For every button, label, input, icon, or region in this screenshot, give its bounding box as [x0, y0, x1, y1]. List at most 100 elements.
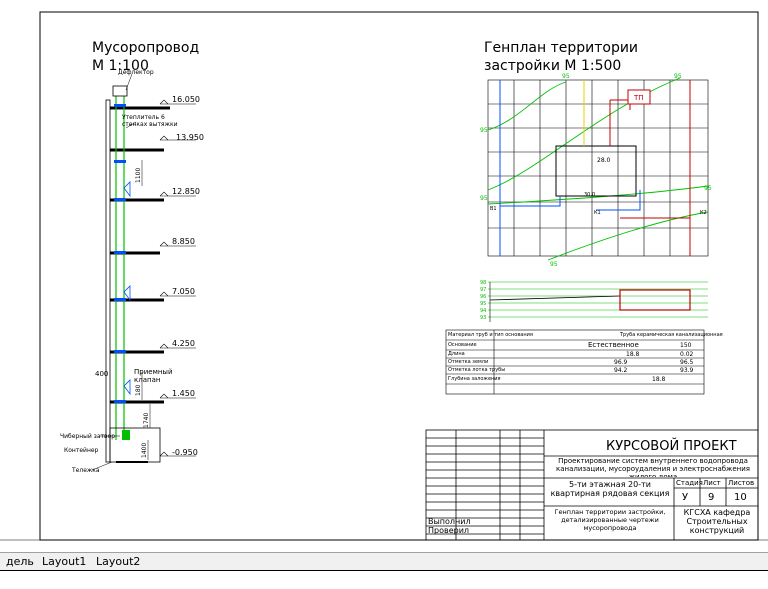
substation-box — [627, 89, 651, 105]
row-ground: Отметка земли — [448, 359, 488, 365]
profile-table — [445, 329, 705, 395]
building-outline — [555, 145, 637, 197]
dim-1740: 1740 — [143, 413, 150, 428]
contour-label: 95 — [674, 73, 682, 80]
genplan-title: Генплан территории — [484, 40, 638, 56]
row-material: Материал труб и тип основания — [448, 332, 533, 338]
val-slope: 0.02 — [680, 351, 694, 358]
val-ground-b: 96.5 — [680, 359, 694, 366]
drawing-sheet: Мусоропровод М 1:100 — [0, 11, 768, 541]
row-length: Длина — [448, 351, 465, 357]
genplan-grid — [487, 79, 709, 257]
chute-title: Мусоропровод — [92, 40, 199, 56]
label-container: Контейнер — [64, 447, 99, 454]
val-tray-a: 94.2 — [614, 367, 628, 374]
contour-labels: 95 95 95 95 95 95 — [480, 73, 712, 268]
label-insulation-box: Утеплитель 6 стенках вытяжки — [122, 114, 178, 128]
tag-300: 30.0 — [584, 192, 595, 198]
genplan-scale: застройки М 1:500 — [484, 58, 621, 74]
valve-icons — [123, 181, 131, 396]
dim-1400: 1400 — [141, 443, 148, 458]
tb-org-box: КГСХА кафедра Строительных конструкций — [683, 508, 751, 535]
contour-label: 95 — [550, 261, 558, 268]
profile-plot: 98 97 96 95 94 93 — [480, 280, 708, 322]
waste-chamber — [109, 427, 161, 463]
dim-400: 400 — [95, 370, 108, 378]
row-tray: Отметка лотка трубы — [448, 367, 505, 373]
chute-scale: М 1:100 — [92, 58, 149, 74]
tab-layout1[interactable]: Layout1 — [42, 555, 87, 568]
val-tray-b: 93.9 — [680, 367, 694, 374]
tb-made: Выполнил — [428, 517, 471, 526]
tag-k1: К1 — [594, 210, 601, 216]
gate-mark — [122, 430, 130, 440]
level-8: -0.950 — [172, 448, 198, 457]
row-depth: Глубина заложения — [448, 376, 501, 382]
label-gate: Чиберный затвор — [60, 433, 115, 440]
tb-sheets: 10 — [734, 492, 747, 503]
substation-label: ТП — [633, 94, 644, 102]
label-insulation: Утеплитель 6 стенках вытяжки — [122, 114, 178, 128]
title-block — [425, 429, 759, 541]
tb-building-box: 5-ти этажная 20-ти квартирная рядовая се… — [550, 480, 670, 498]
chute-wall — [105, 99, 111, 463]
profile-mark: 98 — [480, 280, 486, 286]
utility-networks — [499, 80, 691, 256]
val-length: 18.8 — [626, 351, 640, 358]
level-2: 13.950 — [176, 133, 204, 142]
chute-pipe — [112, 85, 128, 440]
tb-checked: Проверил — [428, 526, 469, 535]
val-ground-a: 96.9 — [614, 359, 628, 366]
tb-subject-box: Проектирование систем внутреннего водопр… — [555, 457, 751, 477]
dim-180: 180 — [135, 384, 142, 396]
tb-stage: У — [682, 492, 688, 503]
tag-v1: В1 — [490, 206, 497, 212]
label-valve-box: Приемный клапан — [134, 368, 173, 384]
dim-1100: 1100 — [135, 168, 142, 183]
tb-org: КГСХА кафедра Строительных конструкций — [683, 508, 751, 535]
profile-mark: 93 — [480, 315, 486, 321]
contour-label: 95 — [480, 195, 488, 202]
command-line[interactable] — [0, 570, 768, 589]
level-6: 4.250 — [172, 339, 195, 348]
tag-k2: К2 — [700, 210, 707, 216]
val-base: Естественное — [588, 341, 639, 349]
profile-mark: 95 — [480, 301, 486, 307]
tb-sheet-title-box: Генплан территории застройки, детализиро… — [554, 508, 666, 532]
level-marks — [159, 99, 196, 457]
level-4: 8.850 — [172, 237, 195, 246]
tb-sheet-title: Генплан территории застройки, детализиро… — [554, 508, 666, 532]
contour-lines — [487, 77, 709, 261]
level-1: 16.050 — [172, 95, 200, 104]
label-deflector: Дефлектор — [118, 69, 154, 76]
label-receive-valve: Приемный клапан — [134, 368, 173, 384]
contour-label: 95 — [562, 73, 570, 80]
contour-label: 95 — [480, 127, 488, 134]
tb-col-stage: Стадия — [676, 479, 703, 487]
tb-col-sheet: Лист — [703, 479, 721, 487]
profile-mark: 94 — [480, 308, 486, 314]
tab-model[interactable]: дель — [6, 555, 34, 568]
level-5: 7.050 — [172, 287, 195, 296]
tb-building: 5-ти этажная 20-ти квартирная рядовая се… — [550, 480, 670, 498]
contour-label: 95 — [704, 185, 712, 192]
tb-subject: Проектирование систем внутреннего водопр… — [555, 457, 751, 477]
row-base: Основание — [448, 342, 477, 348]
tag-280: 28.0 — [597, 157, 611, 164]
layout-tabbar: дель Layout1 Layout2 — [0, 552, 768, 571]
tb-sheet: 9 — [708, 492, 714, 503]
profile-mark: 96 — [480, 294, 486, 300]
floor-slabs — [110, 106, 170, 404]
pipe-joints — [114, 104, 126, 403]
drawing-canvas[interactable]: Мусоропровод М 1:100 — [0, 0, 768, 552]
profile-mark: 97 — [480, 287, 486, 293]
val-header: Труба керамическая канализационная — [619, 332, 723, 338]
tb-col-sheets: Листов — [728, 479, 754, 487]
level-7: 1.450 — [172, 389, 195, 398]
tab-layout2[interactable]: Layout2 — [96, 555, 141, 568]
val-depth: 18.8 — [652, 376, 666, 383]
chute-dims — [141, 160, 151, 460]
level-3: 12.850 — [172, 187, 200, 196]
tb-kind: КУРСОВОЙ ПРОЕКТ — [606, 438, 737, 454]
val-base-num: 150 — [680, 342, 692, 349]
